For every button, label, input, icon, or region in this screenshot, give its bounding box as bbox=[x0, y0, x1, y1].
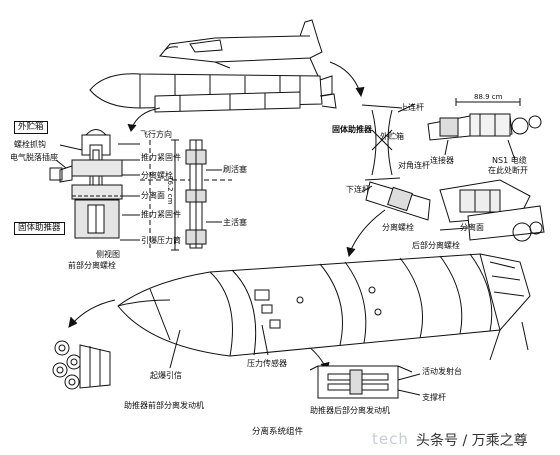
label-connector: 连接器 bbox=[430, 156, 454, 165]
label-sep-plane: 分离面 bbox=[141, 191, 165, 200]
label-active-launch-pad: 活动发射台 bbox=[422, 367, 462, 376]
attachment-link-detail bbox=[361, 98, 542, 181]
label-main-piston: 主活塞 bbox=[223, 218, 247, 227]
figure-caption: 分离系统组件 bbox=[252, 427, 304, 437]
watermark-tech: tech bbox=[372, 430, 409, 448]
label-front-motor: 助推器前部分离发动机 bbox=[124, 401, 204, 410]
label-flight-direction: 飞行方向 bbox=[140, 130, 172, 139]
label-cut-here: 在此处断开 bbox=[488, 166, 528, 175]
label-sep-plane-right: 分离面 bbox=[460, 223, 484, 232]
label-detonator: 起爆引信 bbox=[150, 371, 182, 380]
label-ns1-cable: NS1 电缆 bbox=[492, 156, 527, 165]
label-initiator-tube: 引爆压力筒 bbox=[141, 236, 181, 245]
label-support-rod: 支撑杆 bbox=[422, 393, 446, 402]
booster-body bbox=[117, 253, 531, 369]
label-upper-link: 上连杆 bbox=[400, 103, 424, 112]
aft-motor-box bbox=[309, 365, 421, 399]
label-side-view: 侧视图 bbox=[96, 250, 120, 259]
label-thrust-fastener-2: 推力紧固件 bbox=[141, 210, 181, 219]
aft-bolt-assemblies bbox=[361, 179, 545, 242]
label-bolt-grip-claw: 螺栓抓钩 bbox=[14, 140, 46, 149]
label-electric-release: 电气脱落插座 bbox=[10, 153, 58, 162]
label-aft-motor: 助推器后部分离发动机 bbox=[310, 406, 390, 415]
label-brush-piston: 刷活塞 bbox=[223, 165, 247, 174]
label-pressure-sensor: 压力传感器 bbox=[247, 359, 287, 368]
label-dimension-v: 76.2 cm bbox=[166, 176, 174, 205]
label-aft-sep-bolt: 后部分离螺栓 bbox=[412, 241, 460, 250]
label-dimension-h: 88.9 cm bbox=[474, 93, 503, 101]
label-booster-right: 固体助推器 bbox=[332, 125, 372, 134]
front-bolt-cutaway bbox=[49, 129, 140, 241]
watermark-source: 头条号 / 万乘之尊 bbox=[416, 433, 528, 449]
flight-axis bbox=[140, 140, 232, 248]
label-external-tank: 外贮箱 bbox=[14, 121, 48, 134]
label-front-sep-bolt: 前部分离螺栓 bbox=[68, 261, 116, 270]
label-external-tank-right: 外贮箱 bbox=[380, 132, 404, 141]
label-sep-bolt: 分离螺栓 bbox=[141, 171, 173, 180]
label-lower-link: 下连杆 bbox=[346, 185, 370, 194]
label-sep-bolt-right: 分离螺栓 bbox=[382, 223, 414, 232]
label-booster-left: 固体助推器 bbox=[14, 222, 65, 235]
front-motor-cluster bbox=[52, 340, 111, 390]
label-diagonal-link: 对角连杆 bbox=[398, 161, 430, 170]
initiator-assembly bbox=[171, 139, 222, 251]
label-thrust-fastener: 推力紧固件 bbox=[141, 153, 181, 162]
shuttle-stack-illustration bbox=[89, 19, 337, 113]
